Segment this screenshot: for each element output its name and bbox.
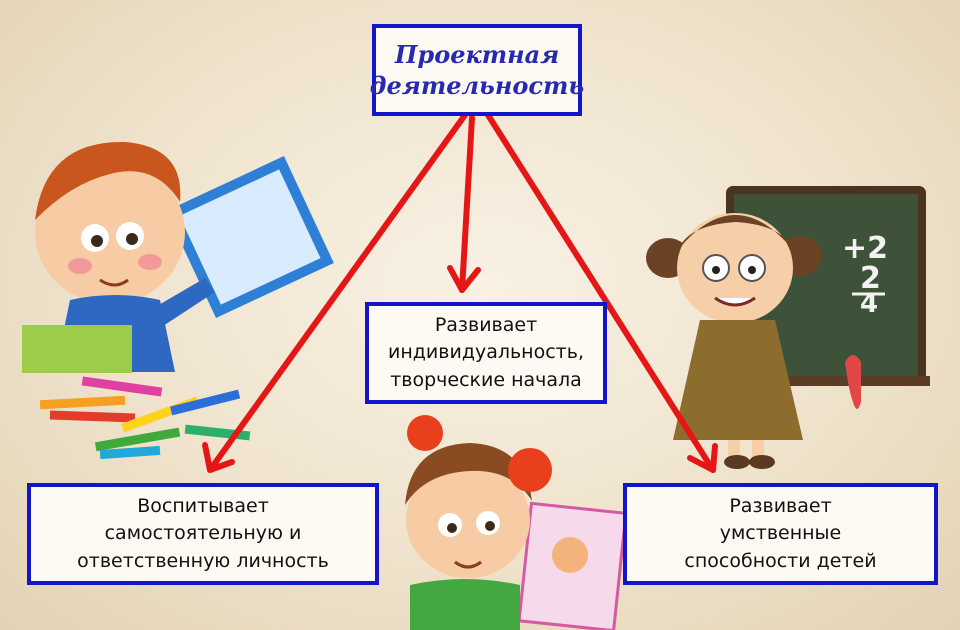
title-box: Проектная деятельность	[369, 24, 585, 116]
arrow-to-left-box	[202, 112, 468, 473]
left-box: Воспитывает самостоятельную и ответствен…	[27, 483, 379, 585]
girl-with-card-illustration	[405, 415, 628, 630]
right-box: Развивает умственные способности детей	[623, 483, 938, 585]
center-box-text: Развивает индивидуальность, творческие н…	[388, 313, 584, 391]
right-box-text: Развивает умственные способности детей	[684, 494, 877, 572]
blackboard-line1: +2	[842, 231, 888, 266]
center-box: Развивает индивидуальность, творческие н…	[365, 302, 607, 404]
left-box-text: Воспитывает самостоятельную и ответствен…	[77, 494, 329, 572]
boy-with-book-illustration	[22, 141, 334, 373]
chalk-sponge-icon	[845, 355, 861, 409]
kitten-picture-icon	[552, 537, 588, 573]
blackboard-line3: 4	[860, 289, 878, 319]
girl-with-glasses-illustration	[646, 213, 822, 469]
arrow-to-center-box	[447, 115, 481, 293]
arrow-to-right-box	[485, 112, 718, 473]
diagram-title: Проектная деятельность	[369, 39, 585, 100]
blackboard-line2: 2	[860, 261, 881, 296]
